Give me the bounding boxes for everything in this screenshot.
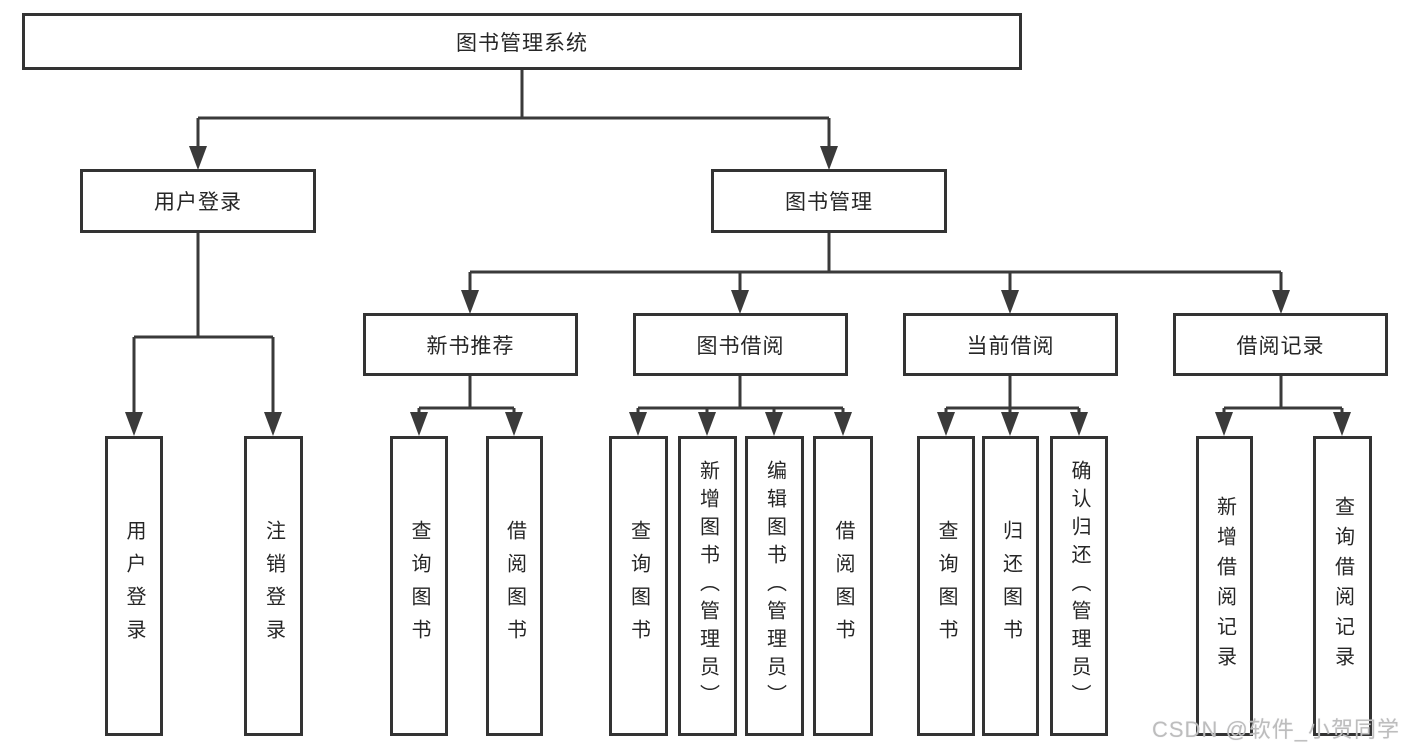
- leaf-add-book-admin: 新增图书（管理员）: [678, 436, 737, 736]
- node-label: 图书管理: [785, 191, 873, 214]
- node-label: 用户登录: [154, 191, 242, 214]
- node-label: 借阅图书: [832, 520, 854, 652]
- node-label: 当前借阅: [966, 334, 1055, 358]
- node-label: 借阅记录: [1236, 334, 1325, 358]
- connector-currentborrow-split: [944, 376, 1081, 414]
- node-label: 确认归还（管理员）: [1068, 460, 1090, 712]
- node-label: 编辑图书（管理员）: [763, 460, 786, 712]
- leaf-user-login: 用户登录: [105, 436, 163, 736]
- leaf-query-book-2: 查询图书: [609, 436, 668, 736]
- leaf-confirm-return-admin: 确认归还（管理员）: [1050, 436, 1108, 736]
- leaf-borrow-book-2: 借阅图书: [813, 436, 873, 736]
- node-system-root: 图书管理系统: [22, 13, 1022, 70]
- connector-bookmgmt-split: [468, 233, 1283, 292]
- node-label: 新增借阅记录: [1213, 496, 1236, 676]
- connector-userlogin-split: [132, 233, 275, 414]
- node-label: 新书推荐: [426, 334, 515, 358]
- node-new-book-recommend: 新书推荐: [363, 313, 578, 376]
- connector-bookborrow-split: [636, 376, 845, 414]
- leaf-query-book-3: 查询图书: [917, 436, 975, 736]
- node-label: 借阅图书: [503, 520, 526, 652]
- node-user-login: 用户登录: [80, 169, 316, 233]
- connector-borrowrecord-split: [1222, 376, 1344, 414]
- node-label: 图书管理系统: [456, 31, 588, 55]
- arrowheads: [125, 146, 1351, 436]
- node-book-borrow: 图书借阅: [633, 313, 848, 376]
- connector-root-split: [196, 70, 831, 148]
- leaf-edit-book-admin: 编辑图书（管理员）: [745, 436, 804, 736]
- node-label: 用户登录: [123, 520, 145, 652]
- node-label: 查询图书: [935, 520, 957, 652]
- node-label: 查询借阅记录: [1331, 496, 1354, 676]
- node-label: 注销登录: [262, 520, 285, 652]
- leaf-query-borrow-record: 查询借阅记录: [1313, 436, 1372, 736]
- node-label: 新增图书（管理员）: [696, 460, 719, 712]
- node-label: 归还图书: [999, 520, 1022, 652]
- node-borrow-record: 借阅记录: [1173, 313, 1388, 376]
- connector-newbook-split: [417, 376, 516, 414]
- node-label: 查询图书: [627, 520, 650, 652]
- node-label: 图书借阅: [696, 334, 785, 358]
- leaf-return-book: 归还图书: [982, 436, 1039, 736]
- leaf-logout: 注销登录: [244, 436, 303, 736]
- leaf-query-book-1: 查询图书: [390, 436, 448, 736]
- node-book-management: 图书管理: [711, 169, 947, 233]
- csdn-watermark: CSDN @软件_小贺同学: [1152, 717, 1401, 742]
- node-label: 查询图书: [408, 520, 430, 652]
- node-current-borrow: 当前借阅: [903, 313, 1118, 376]
- leaf-borrow-book-1: 借阅图书: [486, 436, 543, 736]
- leaf-add-borrow-record: 新增借阅记录: [1196, 436, 1253, 736]
